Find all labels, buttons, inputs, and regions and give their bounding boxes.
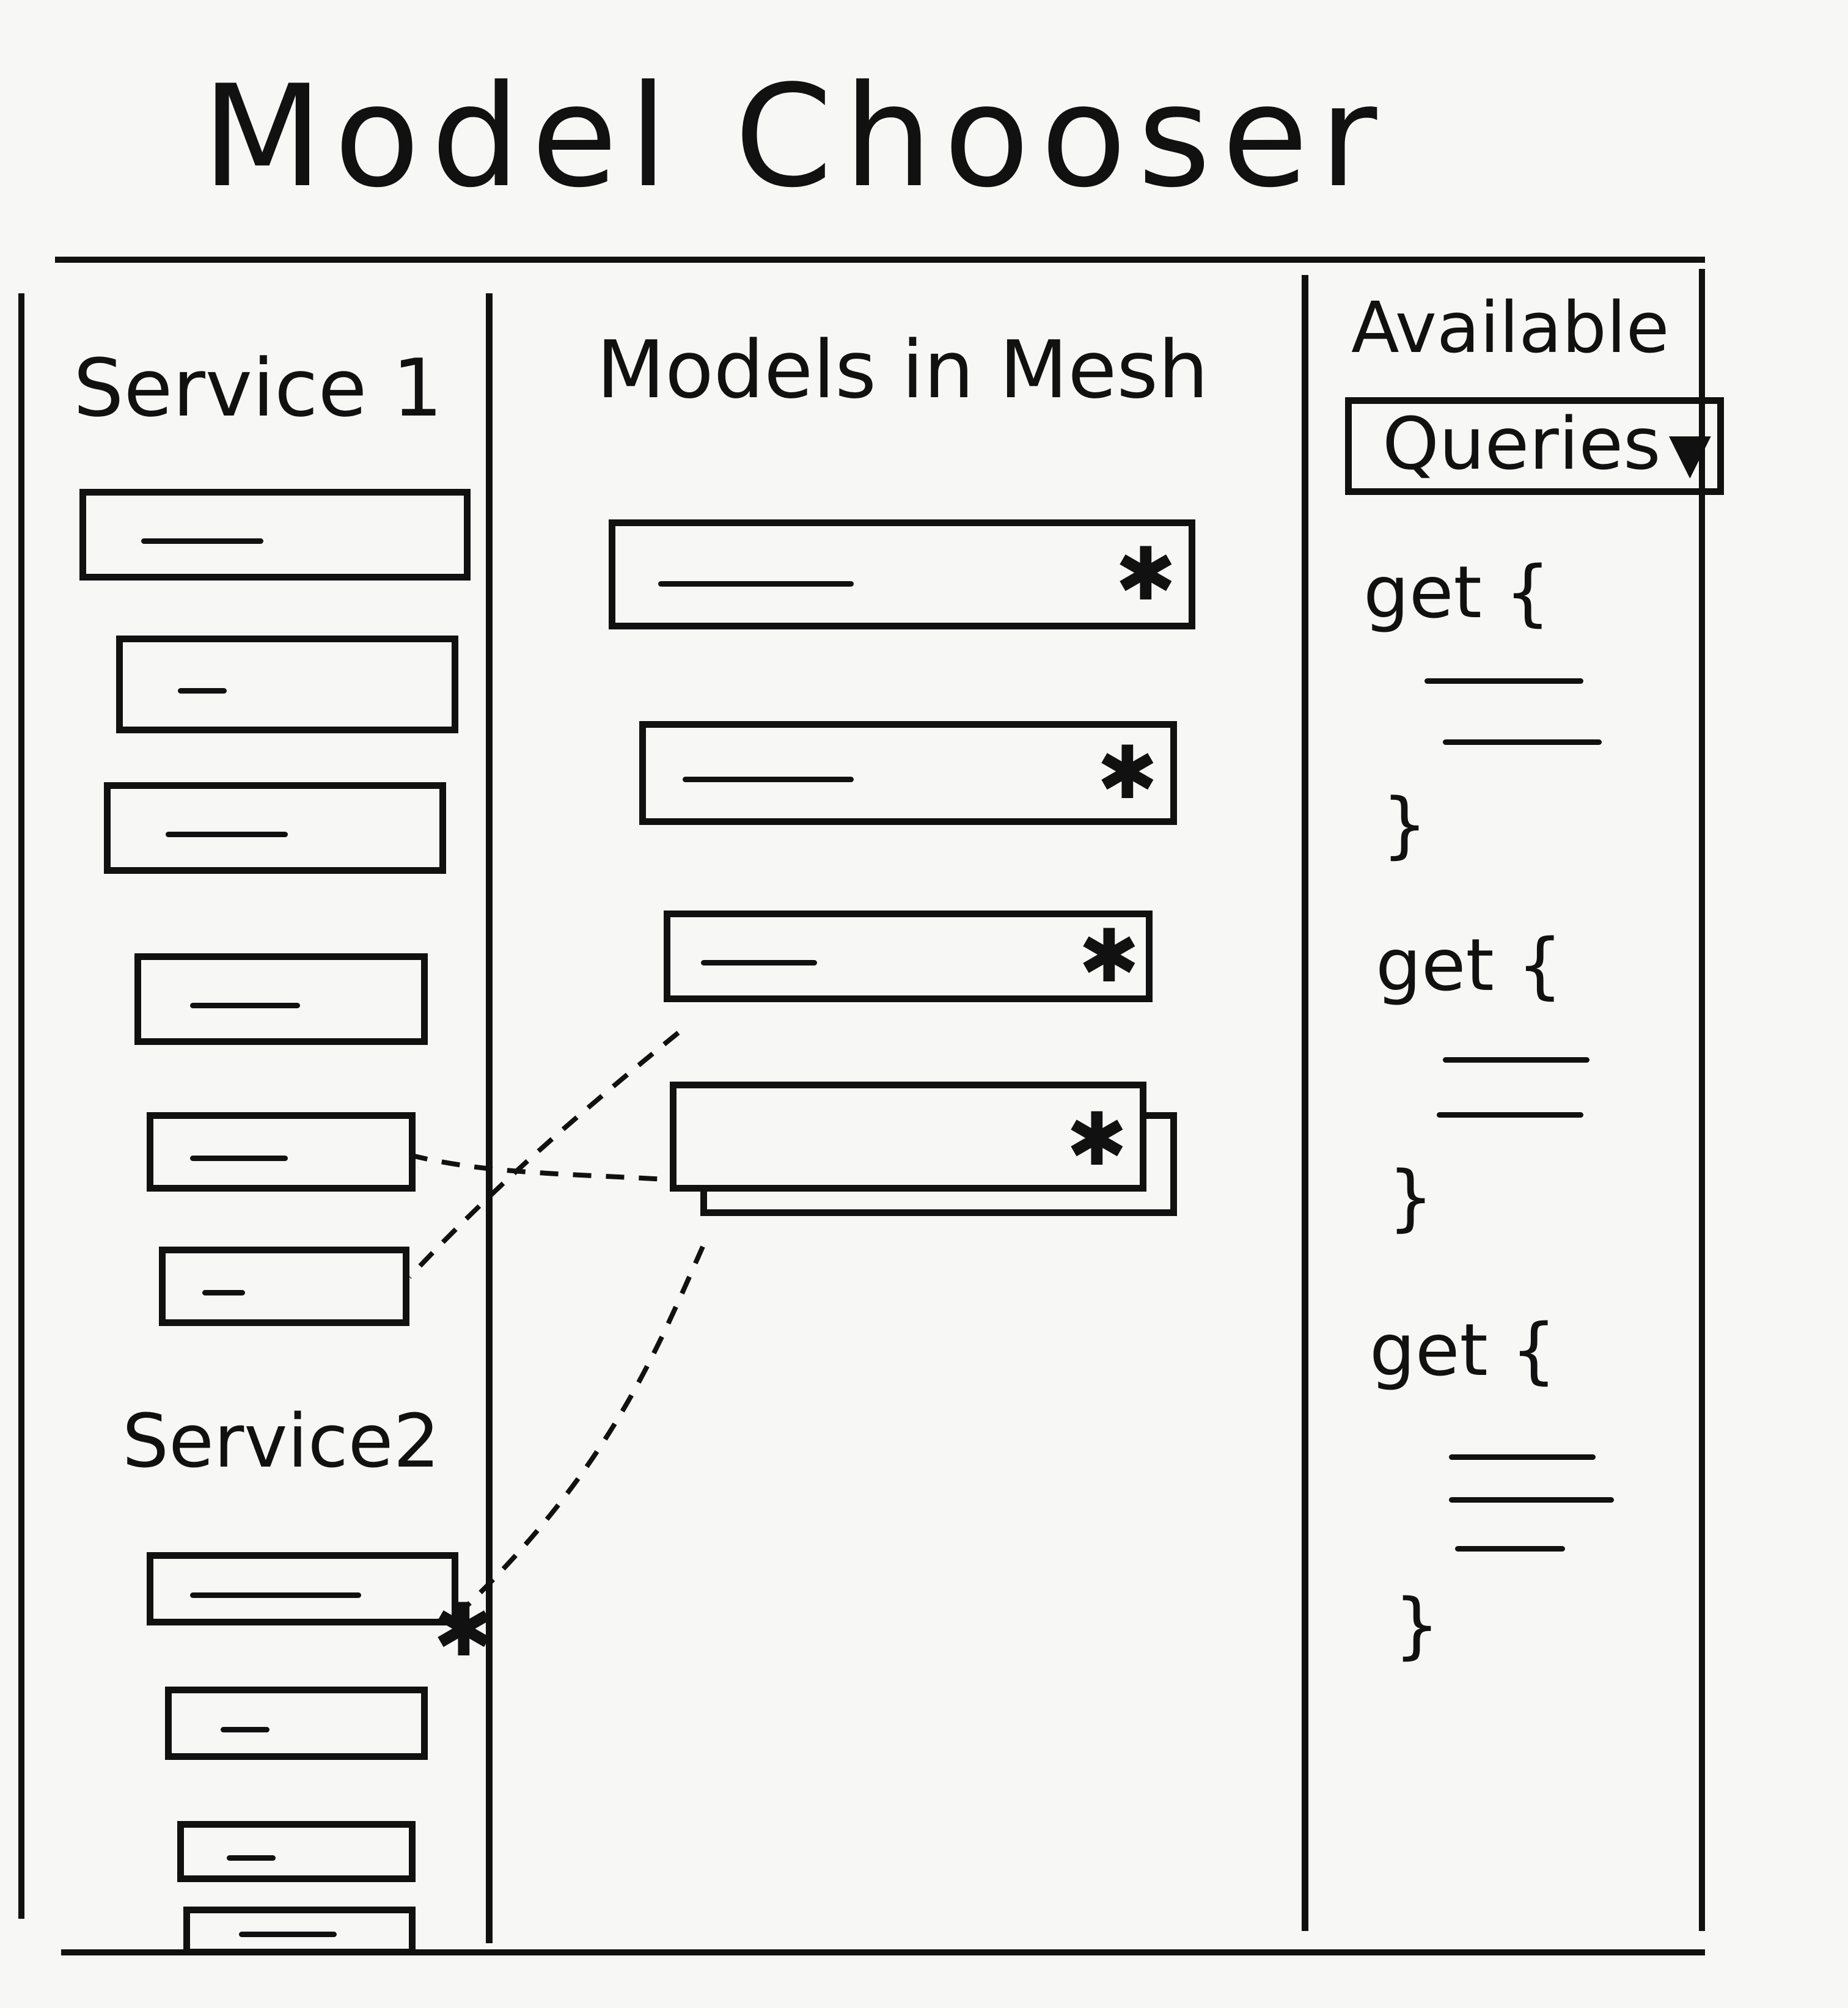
service1-heading: Service 1 [73,342,443,434]
models-in-mesh-panel: Models in Mesh ✱ ✱ ✱ ✱ [493,257,1302,1955]
query-close-brace: } [1394,1583,1440,1667]
star-icon: ✱ [433,1588,494,1673]
service2-model-item[interactable] [183,1907,416,1955]
queries-dropdown[interactable]: Queries ▼ [1345,397,1724,495]
service1-model-item[interactable] [134,953,428,1045]
models-in-mesh-heading: Models in Mesh [596,323,1209,416]
star-icon: ✱ [1066,1097,1128,1182]
star-icon: ✱ [1078,914,1140,999]
service1-model-item[interactable] [104,782,446,874]
star-icon: ✱ [1096,731,1158,816]
query-close-brace: } [1388,1155,1434,1239]
available-queries-panel: Available Queries ▼ get { } get { } get … [1308,257,1724,1955]
queries-dropdown-value: Queries [1382,401,1661,486]
divider-services-models [486,293,493,1943]
available-heading: Available [1351,287,1670,369]
service2-heading: Service2 [122,1399,440,1484]
service2-model-item[interactable] [165,1687,428,1760]
query-keyword: get { [1363,550,1551,634]
service1-model-item[interactable] [159,1247,409,1326]
service1-model-item[interactable] [147,1112,416,1192]
query-block[interactable]: get { } [1308,1308,1675,1661]
query-block[interactable]: get { } [1308,923,1675,1233]
query-block[interactable]: get { } [1308,550,1675,860]
mesh-model-item[interactable]: ✱ [609,519,1195,629]
triangle-down-icon: ▼ [1668,421,1711,485]
page-title: Model Chooser [202,56,1388,219]
service1-model-item[interactable] [116,636,458,733]
query-keyword: get { [1376,923,1563,1007]
frame-bottom-border [61,1949,1705,1955]
query-keyword: get { [1370,1308,1557,1392]
mesh-model-item[interactable]: ✱ [664,911,1153,1002]
frame-right-border [1699,269,1705,1931]
frame-left-border [18,293,24,1919]
services-panel: Service 1 Service2 ✱ [24,257,494,1955]
frame-top-border [55,257,1705,263]
model-chooser-window: Service 1 Service2 ✱ Models in Mesh ✱ ✱ … [18,257,1724,1955]
service1-model-item[interactable] [79,489,471,581]
divider-models-queries [1302,275,1308,1931]
mesh-model-item[interactable]: ✱ [639,721,1177,825]
service2-model-item[interactable] [177,1821,416,1882]
star-icon: ✱ [1115,532,1176,617]
mesh-model-item[interactable]: ✱ [670,1082,1146,1192]
query-close-brace: } [1382,782,1428,867]
service2-model-item[interactable]: ✱ [147,1552,494,1668]
